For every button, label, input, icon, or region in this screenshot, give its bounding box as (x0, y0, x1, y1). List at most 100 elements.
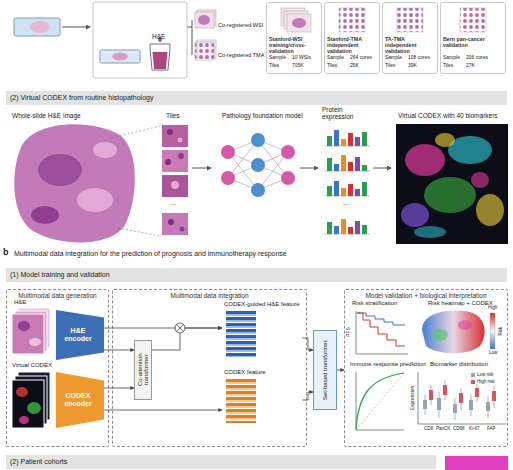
neural-network (281, 171, 295, 185)
tma-thumbnail (195, 42, 214, 60)
neural-network (251, 183, 265, 197)
tile-image (162, 125, 188, 235)
tile-image (178, 153, 184, 159)
bar-chart (327, 136, 332, 146)
label-text: 25K (350, 63, 359, 69)
feature-stack: CODEX-guided H&E feature (222, 300, 302, 360)
node-text: Multimodal data generation (7, 292, 108, 299)
roc-plot (356, 373, 404, 430)
km-plot (356, 311, 408, 354)
encoder-shape (56, 372, 104, 428)
transformer-box: Co-attention transformer (134, 340, 152, 400)
roc-plot (356, 373, 404, 430)
label-text: Sample (327, 55, 344, 61)
box-plot (492, 391, 496, 401)
risk-heatmap (422, 311, 485, 354)
label-text: Risk heatmap + CODEX (428, 300, 493, 307)
multiply-symbol (177, 325, 184, 332)
section-band: (2) Virtual CODEX from routine histopath… (6, 91, 507, 105)
legend-text: Low risk (477, 373, 494, 378)
codex-image-stack (12, 380, 44, 428)
bar-chart (325, 146, 370, 234)
box-plot (418, 372, 506, 424)
neural-network (221, 171, 235, 185)
staining-panel (93, 2, 187, 78)
connector-arrow (104, 410, 222, 411)
he-tissue (77, 188, 113, 212)
he-tissue (31, 206, 59, 224)
label-text: Biomarker distribution (430, 361, 488, 368)
bar-chart (327, 186, 332, 196)
box-plot (437, 398, 441, 410)
label-text: 206 cores (466, 55, 488, 61)
risk-heatmap (458, 320, 472, 330)
label-text: H&E (152, 33, 165, 40)
bar-chart (327, 222, 332, 234)
node-text: H&E encoder (58, 310, 98, 360)
label-text: 27K (466, 63, 475, 69)
section-band: (1) Model training and validation (6, 268, 507, 282)
bar-chart (327, 158, 332, 171)
label-text: Whole-slide H&E image (12, 112, 81, 119)
legend-text: High risk (477, 380, 495, 385)
codex-image-stack (27, 402, 41, 414)
cohort-panel (445, 456, 508, 470)
bar-chart (348, 184, 353, 196)
legend-swatch (471, 373, 475, 377)
cohort-thumbnail (281, 8, 486, 32)
tile-image (168, 219, 174, 225)
cohort-thumbnail (287, 14, 311, 32)
connector-arrow (337, 370, 344, 371)
codex-image (476, 194, 504, 226)
bar-chart (355, 137, 360, 146)
tile-image (167, 129, 173, 135)
multiply-symbol (175, 323, 185, 333)
node-text: Bern pan-cancer validation (443, 37, 504, 49)
label-text: Immune response prediction (350, 361, 426, 368)
bar-chart (362, 132, 367, 146)
box-plot (459, 393, 463, 403)
group-box: Model validation + biological interpreta… (344, 289, 508, 447)
glass-slide (14, 18, 60, 36)
feature-bars (226, 379, 256, 423)
codex-image-stack (12, 372, 50, 428)
bar-chart (334, 164, 339, 171)
tile-image (165, 159, 171, 165)
process-arrow (373, 168, 391, 169)
bar-chart (341, 139, 346, 146)
tile-image (178, 138, 183, 143)
node-text: (2) Virtual CODEX from routine histopath… (6, 91, 507, 105)
connector-arrow (104, 328, 222, 329)
transformer-box: Set-based transformer (313, 330, 337, 410)
label-text: PFS (346, 327, 352, 337)
connector-arrow (152, 328, 222, 350)
box-plot (443, 385, 447, 395)
bar-chart (341, 219, 346, 234)
label-text: Expression (410, 386, 416, 411)
staining-panel (153, 52, 168, 69)
staining-panel (93, 2, 187, 78)
label-text: Sample (269, 55, 286, 61)
encoder-box: H&E encoder (56, 310, 104, 360)
cohort-thumbnail (292, 18, 306, 28)
box-plot (453, 404, 457, 413)
bar-chart (355, 221, 360, 234)
wsi-thumbnail (195, 12, 214, 28)
codex-image (401, 203, 429, 227)
encoder-box: CODEX encoder (56, 372, 104, 428)
bar-chart (355, 157, 360, 171)
node-text: Set-based transformer (322, 333, 328, 407)
label-text: Sample (443, 55, 460, 61)
codex-image-stack (16, 387, 28, 397)
neural-network (221, 133, 295, 197)
neural-network (221, 145, 235, 159)
feature-bars (226, 311, 256, 357)
label-text: 10 WSIs (292, 55, 311, 61)
bar-chart (334, 130, 339, 146)
bar-chart (348, 133, 353, 146)
neural-network (251, 133, 265, 147)
process-arrow (187, 27, 192, 28)
multiply-symbol (175, 323, 185, 333)
cohort-thumbnail (339, 8, 365, 32)
codex-image (396, 124, 508, 244)
